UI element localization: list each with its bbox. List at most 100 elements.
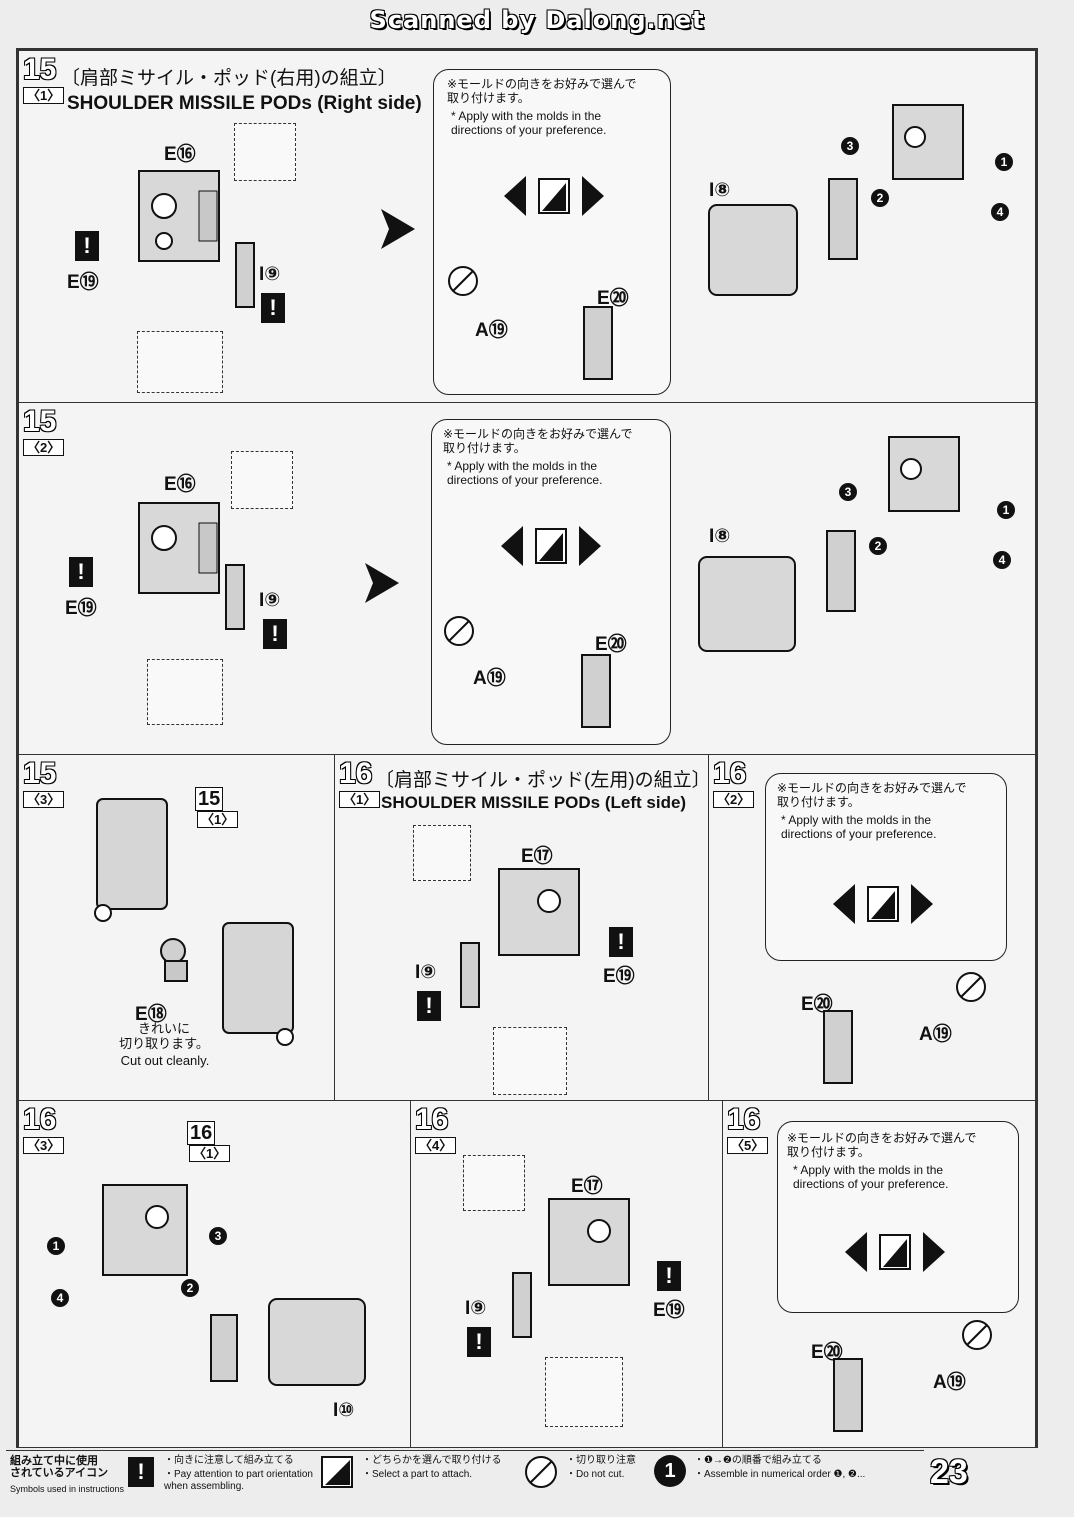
step-15-3-panel: 15 〈3〉 15 〈1〉 E⑱ きれいに 切り取ります。 Cut out cl… (18, 754, 336, 1102)
number-icon: 3 (837, 481, 857, 503)
step-title-en: SHOULDER MISSILE PODs (Right side) (67, 93, 422, 114)
head-frame-part (138, 502, 220, 594)
legend-choice-ja: ・どちらかを選んで取り付ける (362, 1455, 502, 1466)
step-16-3-panel: 16 〈3〉 16 〈1〉 1 2 3 4 I⑩ (18, 1100, 412, 1448)
choice-icon (833, 884, 933, 924)
note-bubble (431, 419, 671, 745)
note-bubble (433, 69, 671, 395)
substep-label: 〈3〉 (23, 791, 65, 808)
alert-icon: ! (69, 557, 93, 587)
part-label-i8: I⑧ (709, 180, 731, 201)
detail-box (413, 825, 471, 881)
arrow-right-icon (365, 563, 399, 603)
icon-legend: 組み立て中に使用 されているアイコン Symbols used in instr… (6, 1450, 924, 1497)
reference-step-number: 15 (195, 787, 224, 811)
mold-note-ja: ※モールドの向きをお好みで選んで 取り付けます。 (443, 427, 633, 455)
substep-label: 〈1〉 (339, 791, 381, 808)
legend-order-en: ・Assemble in numerical order ❶, ❷... (694, 1469, 866, 1480)
cover-part (698, 556, 796, 652)
mold-note-en: * Apply with the molds in the directions… (781, 813, 937, 841)
pod-part (210, 1314, 238, 1382)
substep-label: 〈2〉 (713, 791, 755, 808)
mold-note-en: * Apply with the molds in the directions… (793, 1163, 949, 1191)
part-label-i9: I⑨ (259, 264, 281, 285)
substep-label: 〈4〉 (415, 1137, 457, 1154)
part-label-e20: E⑳ (597, 288, 629, 309)
number-icon: 2 (869, 187, 889, 209)
pod-part (235, 242, 255, 308)
part-label-a19: A⑲ (473, 668, 506, 689)
head-frame-part (888, 436, 960, 512)
part-label-i9: I⑨ (259, 590, 281, 611)
legend-title-ja: 組み立て中に使用 されているアイコン (10, 1455, 109, 1479)
step-title-ja: 〔肩部ミサイル・ポッド(左用)の組立〕 (375, 770, 710, 791)
part-label-e18: E⑱ (135, 1004, 167, 1025)
part-label-e19: E⑲ (67, 272, 99, 293)
mold-note-ja: ※モールドの向きをお好みで選んで 取り付けます。 (787, 1131, 977, 1159)
alert-icon: ! (417, 991, 441, 1021)
pod-part (583, 306, 613, 380)
part-label-i9: I⑨ (415, 962, 437, 983)
part-label-e19: E⑲ (603, 966, 635, 987)
number-icon: 1 (995, 499, 1015, 521)
alert-icon: ! (657, 1261, 681, 1291)
legend-alert-ja: ・向きに注意して組み立てる (164, 1455, 294, 1466)
detail-box (545, 1357, 623, 1427)
instruction-frame: 15 〈1〉 〔肩部ミサイル・ポッド(右用)の組立〕 SHOULDER MISS… (16, 48, 1038, 1448)
part-label-i9: I⑨ (465, 1298, 487, 1319)
step-number: 16 (713, 757, 747, 790)
step-number: 15 (23, 405, 57, 438)
step-number: 16 (23, 1103, 57, 1136)
note-bubble (777, 1121, 1019, 1313)
part-label-a19: A⑲ (919, 1024, 952, 1045)
head-frame-part (892, 104, 964, 180)
head-frame-part (102, 1184, 188, 1276)
number-icon: 1 (993, 151, 1013, 173)
reference-substep: 〈1〉 (189, 1145, 231, 1162)
head-frame-part (548, 1198, 630, 1286)
mold-note-ja: ※モールドの向きをお好みで選んで 取り付けます。 (777, 781, 967, 809)
alert-icon: ! (467, 1327, 491, 1357)
number-icon: 4 (991, 549, 1011, 571)
no-cut-icon (525, 1456, 557, 1488)
part-label-e16: E⑯ (164, 144, 196, 165)
step-16-4-panel: 16 〈4〉 E⑰ I⑨ ! ! E⑲ (410, 1100, 724, 1448)
substep-label: 〈2〉 (23, 439, 65, 456)
part-label-i10: I⑩ (333, 1400, 355, 1421)
mold-note-en: * Apply with the molds in the directions… (451, 109, 607, 137)
number-icon: 2 (867, 535, 887, 557)
step-16-2-panel: 16 〈2〉 ※モールドの向きをお好みで選んで 取り付けます。 * Apply … (708, 754, 1036, 1102)
choice-icon (504, 176, 604, 216)
part-label-e20: E⑳ (811, 1342, 843, 1363)
legend-alert-en: ・Pay attention to part orientation when … (164, 1469, 313, 1492)
pod-part (828, 178, 858, 260)
note-bubble (765, 773, 1007, 961)
substep-label: 〈5〉 (727, 1137, 769, 1154)
part-label-e16: E⑯ (164, 474, 196, 495)
no-cut-icon (448, 266, 478, 296)
detail-box (493, 1027, 567, 1095)
detail-box (137, 331, 223, 393)
step-number: 16 (415, 1103, 449, 1136)
pod-part (581, 654, 611, 728)
number-icon: 4 (49, 1287, 69, 1309)
part-label-e20: E⑳ (595, 634, 627, 655)
substep-label: 〈3〉 (23, 1137, 65, 1154)
part-label-i8: I⑧ (709, 526, 731, 547)
head-frame-part (498, 868, 580, 956)
part-label-e19: E⑲ (65, 598, 97, 619)
step-title-en: SHOULDER MISSILE PODs (Left side) (381, 793, 687, 812)
step-15-1-panel: 15 〈1〉 〔肩部ミサイル・ポッド(右用)の組立〕 SHOULDER MISS… (18, 50, 1036, 404)
head-frame-part (138, 170, 220, 262)
pod-part (225, 564, 245, 630)
arrow-right-icon (381, 209, 415, 249)
reference-substep: 〈1〉 (197, 811, 239, 828)
choice-icon (845, 1232, 945, 1272)
no-cut-icon (956, 972, 986, 1002)
step-number: 16 (339, 757, 373, 790)
step-number: 15 (23, 757, 57, 790)
number-icon: 3 (839, 135, 859, 157)
legend-choice-en: ・Select a part to attach. (362, 1469, 473, 1480)
mold-note-ja: ※モールドの向きをお好みで選んで 取り付けます。 (447, 77, 637, 105)
part-label-e17: E⑰ (571, 1176, 603, 1197)
